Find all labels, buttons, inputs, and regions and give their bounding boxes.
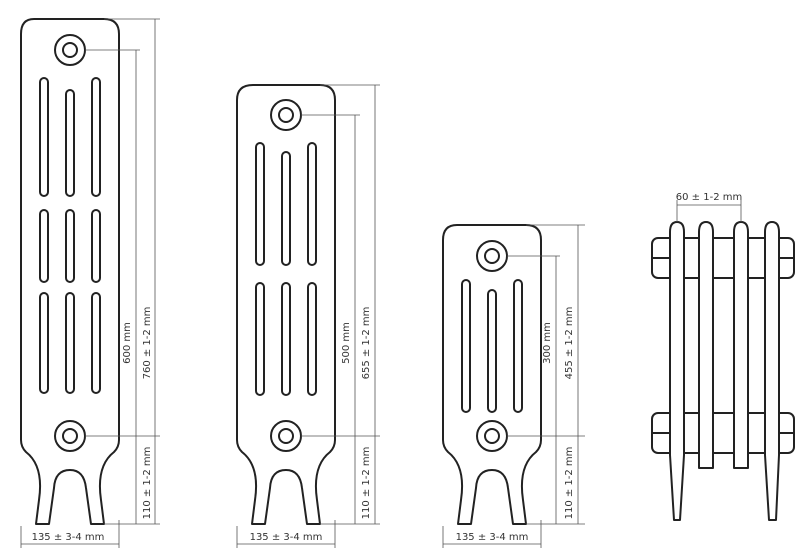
radiator-455-width-label: 135 ± 3-4 mm xyxy=(456,532,529,543)
radiator-655-dimension-lines xyxy=(236,84,380,548)
side-view-column-2 xyxy=(698,221,714,469)
radiator-655-total-height-label: 655 ± 1-2 mm xyxy=(361,307,372,380)
radiator-455-slots xyxy=(461,279,523,413)
side-view-column-1 xyxy=(669,221,685,521)
radiator-760-total-height-label: 760 ± 1-2 mm xyxy=(142,307,153,380)
radiator-760-axis-distance-label: 600 mm xyxy=(122,322,133,364)
radiator-455-axis-distance-label: 300 mm xyxy=(542,322,553,364)
radiator-455-total-height-label: 455 ± 1-2 mm xyxy=(564,307,575,380)
radiator-455: 300 mm 455 ± 1-2 mm 110 ± 1-2 mm 135 ± 3… xyxy=(442,224,585,548)
radiator-655-slots xyxy=(255,142,317,396)
radiator-455-dimension-lines xyxy=(442,224,585,548)
radiator-655-body xyxy=(236,84,336,525)
radiator-760-width-label: 135 ± 3-4 mm xyxy=(32,532,105,543)
radiator-455-bottom-port-inner xyxy=(484,428,500,444)
radiator-760-slots xyxy=(39,77,101,394)
radiator-760-top-port xyxy=(54,34,86,66)
radiator-side-view: 60 ± 1-2 mm xyxy=(651,192,795,521)
radiator-760: 600 mm 760 ± 1-2 mm 110 ± 1-2 mm 135 ± 3… xyxy=(20,18,160,548)
radiator-655-foot-height-label: 110 ± 1-2 mm xyxy=(361,447,372,520)
radiator-760-body xyxy=(20,18,120,525)
side-view-column-3 xyxy=(733,221,749,469)
radiator-655-axis-distance-label: 500 mm xyxy=(341,322,352,364)
radiator-455-top-port xyxy=(476,240,508,272)
radiator-455-bottom-port xyxy=(476,420,508,452)
section-pitch-label: 60 ± 1-2 mm xyxy=(676,192,742,203)
side-view-column-4 xyxy=(764,221,780,521)
radiator-655-top-port-inner xyxy=(278,107,294,123)
radiator-455-foot-height-label: 110 ± 1-2 mm xyxy=(564,447,575,520)
radiator-760-foot-height-label: 110 ± 1-2 mm xyxy=(142,447,153,520)
radiator-455-body xyxy=(442,224,542,525)
radiator-760-dimension-lines xyxy=(20,18,160,548)
radiator-655: 500 mm 655 ± 1-2 mm 110 ± 1-2 mm 135 ± 3… xyxy=(236,84,380,548)
radiator-760-bottom-port xyxy=(54,420,86,452)
radiator-655-width-label: 135 ± 3-4 mm xyxy=(250,532,323,543)
radiator-655-bottom-port-inner xyxy=(278,428,294,444)
radiator-655-bottom-port xyxy=(270,420,302,452)
radiator-455-top-port-inner xyxy=(484,248,500,264)
radiator-760-top-port-inner xyxy=(62,42,78,58)
radiator-760-bottom-port-inner xyxy=(62,428,78,444)
side-view-dimension-lines xyxy=(676,200,742,222)
radiator-655-top-port xyxy=(270,99,302,131)
